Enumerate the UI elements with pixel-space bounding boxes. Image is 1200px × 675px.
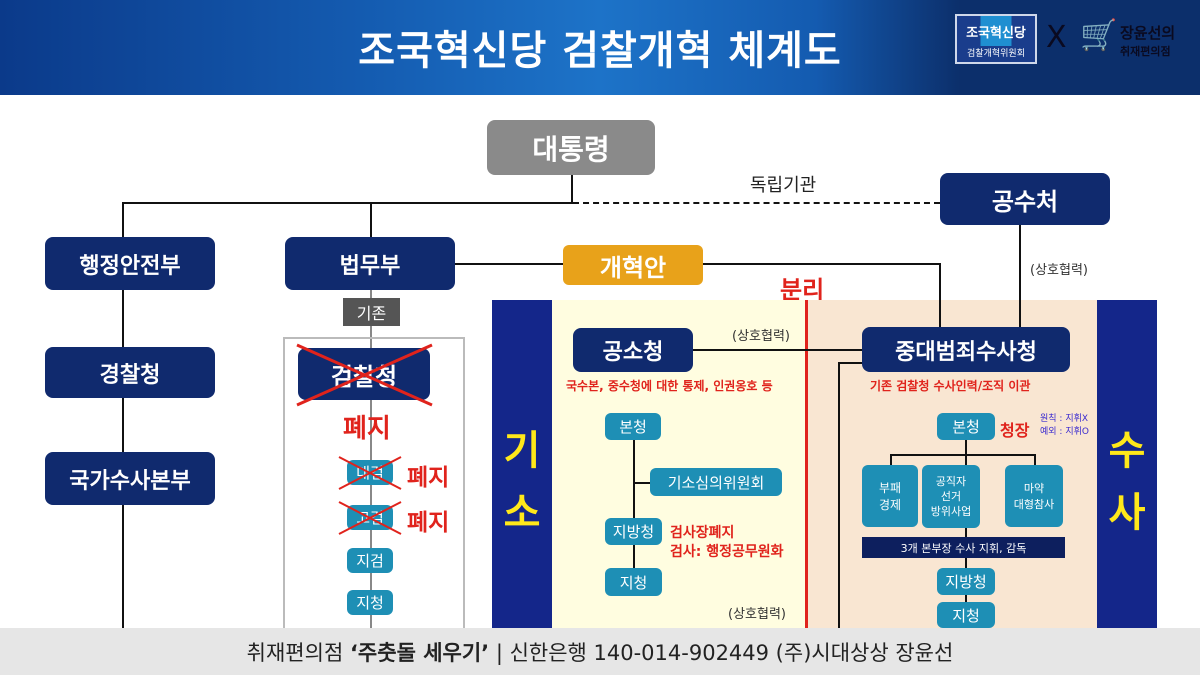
- prosecution-office-box: 검찰청: [298, 348, 430, 400]
- existing-item: 대검: [347, 460, 393, 485]
- abolish-label: 폐지: [343, 414, 391, 444]
- partner-logo: 장윤선의 취재편의점: [1120, 22, 1175, 59]
- footer-bold: ‘주춧돌 세우기’: [349, 640, 490, 665]
- mutual-label-top: (상호협력): [1030, 263, 1088, 278]
- investigate-branch-box: 지청: [937, 602, 995, 628]
- footer-banner: 취재편의점 ‘주춧돌 세우기’ | 신한은행 140-014-902449 (주…: [0, 628, 1200, 675]
- footer-account: | 신한은행 140-014-902449 (주)시대상상 장윤선: [489, 640, 954, 665]
- party-logo: 조국혁신당 검찰개혁위원회: [955, 14, 1037, 64]
- indictment-desc: 국수본, 중수청에 대한 통제, 인권옹호 등: [566, 379, 773, 393]
- logo-party-sub: 검찰개혁위원회: [967, 49, 1025, 59]
- division-box: 마약 대형참사: [1005, 465, 1063, 527]
- prosecute-regional-box: 지방청: [605, 518, 662, 545]
- logo-party-text: 조국혁신당: [957, 16, 1035, 46]
- police-agency-box: 경찰청: [45, 347, 215, 398]
- abolish-label: 폐지: [407, 510, 450, 536]
- prosecute-note-2: 검사: 행정공무원화: [670, 544, 784, 560]
- investigate-regional-box: 지방청: [937, 568, 995, 595]
- abolish-label: 폐지: [407, 465, 450, 491]
- independent-label: 독립기관: [750, 175, 817, 196]
- separation-label: 분리: [780, 276, 825, 304]
- serious-crime-agency-box: 중대범죄수사청: [862, 327, 1070, 372]
- committee-box: 기소심의위원회: [650, 468, 782, 496]
- footer-text: 취재편의점: [246, 640, 350, 665]
- existing-label: 기존: [343, 298, 400, 326]
- prosecute-branch-box: 지청: [605, 568, 662, 596]
- page-title: 조국혁신당 검찰개혁 체계도: [358, 28, 842, 74]
- president-box: 대통령: [487, 120, 655, 175]
- nib-box: 국가수사본부: [45, 452, 215, 505]
- existing-item: 고검: [347, 505, 393, 530]
- cart-icon: 🛒: [1080, 18, 1118, 53]
- division-box: 부패 경제: [862, 465, 918, 527]
- existing-item: 지검: [347, 548, 393, 573]
- serious-crime-desc: 기존 검찰청 수사인력/조직 이관: [870, 379, 1031, 393]
- gongsucheo-box: 공수처: [940, 173, 1110, 225]
- logo-partner-sub: 취재편의점: [1120, 45, 1171, 58]
- command-bar: 3개 본부장 수사 지휘, 감독: [862, 537, 1065, 558]
- logo-x: X: [1046, 20, 1067, 55]
- division-box: 공직자 선거 방위사업: [922, 465, 980, 528]
- mois-box: 행정안전부: [45, 237, 215, 290]
- prosecute-hq-box: 본청: [605, 413, 661, 440]
- logo-partner-text: 장윤선의: [1120, 24, 1176, 42]
- mutual-label-bottom: (상호협력): [728, 607, 786, 622]
- existing-item: 지청: [347, 590, 393, 615]
- chief-label: 청장: [1000, 421, 1030, 440]
- moj-box: 법무부: [285, 237, 455, 290]
- reform-badge: 개혁안: [563, 245, 703, 285]
- indictment-agency-box: 공소청: [573, 328, 693, 372]
- investigate-hq-box: 본청: [937, 413, 995, 440]
- mutual-label: (상호협력): [732, 329, 790, 344]
- prosecute-note-1: 검사장폐지: [670, 525, 735, 541]
